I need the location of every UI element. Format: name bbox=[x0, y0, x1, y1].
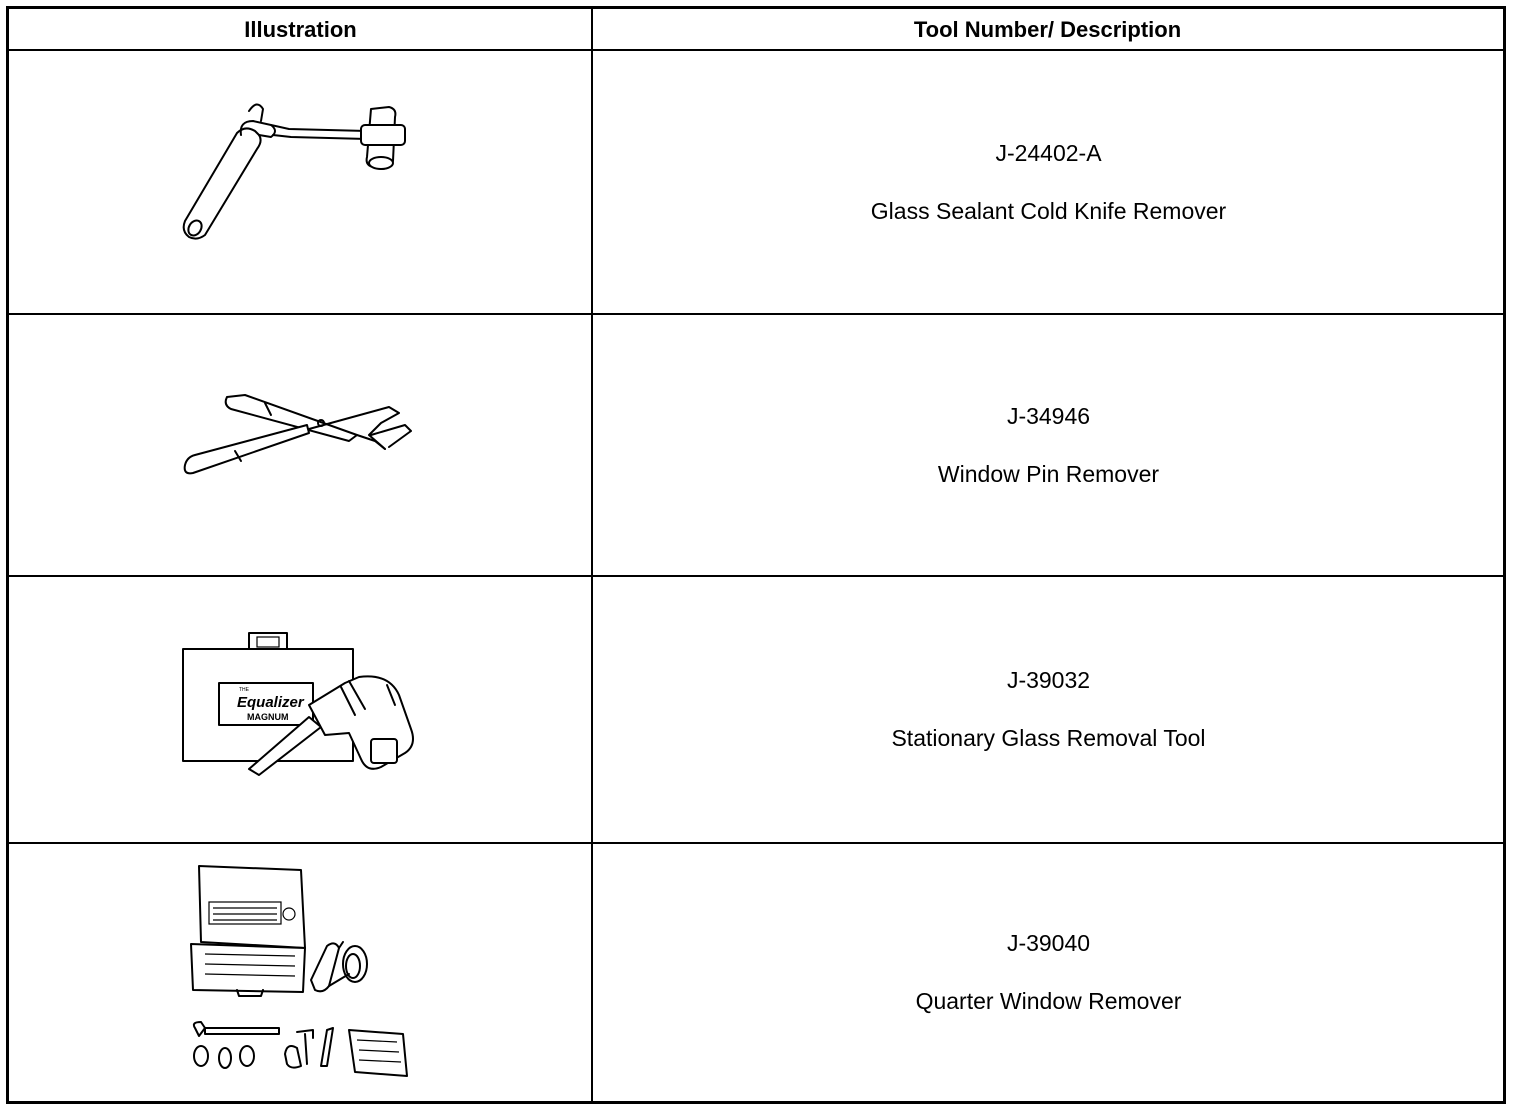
row-divider bbox=[9, 313, 1503, 315]
column-divider bbox=[591, 9, 593, 1101]
case-label-brand: Equalizer bbox=[237, 694, 305, 711]
quarter-window-remover-kit-icon bbox=[190, 865, 408, 1077]
tool-description: Glass Sealant Cold Knife Remover bbox=[870, 197, 1227, 224]
table-row-illustration bbox=[9, 51, 592, 313]
row-divider bbox=[9, 575, 1503, 577]
tool-number: J-39040 bbox=[1006, 930, 1091, 956]
row-divider bbox=[9, 842, 1503, 844]
header-illustration: Illustration bbox=[244, 17, 357, 42]
table-row: J-34946 Window Pin Remover bbox=[594, 315, 1503, 575]
cold-knife-remover-icon bbox=[182, 103, 406, 240]
tool-number: J-24402-A bbox=[995, 139, 1102, 166]
special-tools-table: Illustration Tool Number/ Description J-… bbox=[6, 6, 1506, 1104]
table-row-illustration bbox=[9, 315, 592, 575]
window-pin-remover-icon bbox=[183, 394, 412, 475]
table-row-illustration bbox=[9, 844, 592, 1101]
case-label-model: MAGNUM bbox=[247, 712, 289, 722]
table-row-illustration: THE Equalizer MAGNUM bbox=[9, 577, 592, 842]
tool-description: Quarter Window Remover bbox=[915, 988, 1182, 1014]
tool-description: Window Pin Remover bbox=[937, 460, 1160, 487]
tool-number: J-34946 bbox=[1006, 402, 1091, 429]
table-row: J-39032 Stationary Glass Removal Tool bbox=[594, 577, 1503, 842]
case-label-the: THE bbox=[239, 687, 250, 693]
header-tool-number-description: Tool Number/ Description bbox=[913, 17, 1182, 42]
table-row: J-24402-A Glass Sealant Cold Knife Remov… bbox=[594, 51, 1503, 313]
tool-number: J-39032 bbox=[1006, 667, 1091, 693]
equalizer-magnum-kit-icon: THE Equalizer MAGNUM bbox=[182, 632, 414, 776]
header-divider bbox=[9, 49, 1503, 51]
table-row: J-39040 Quarter Window Remover bbox=[594, 844, 1503, 1101]
tool-description: Stationary Glass Removal Tool bbox=[891, 725, 1206, 751]
